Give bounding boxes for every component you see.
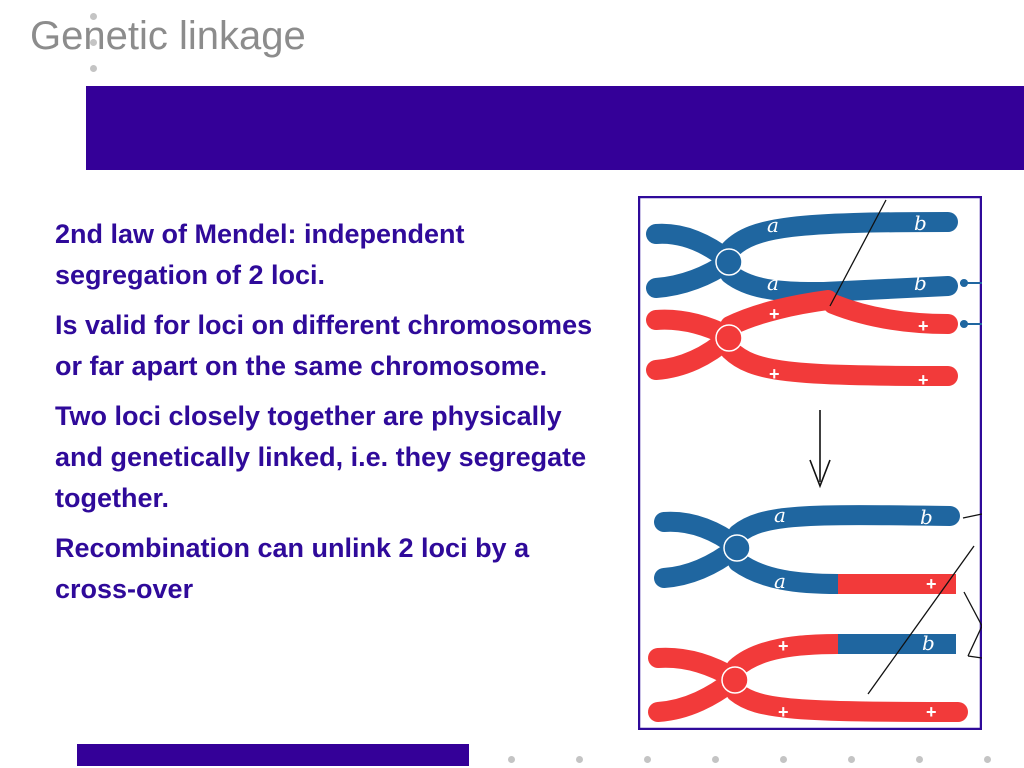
- red-chromosome-pair-bottom: [726, 634, 968, 722]
- crossover-diagram: a b a b + + + +: [638, 196, 982, 730]
- footer-decor-dot: [644, 756, 651, 763]
- locus-label-plus: +: [769, 304, 780, 324]
- title-decor-dot: [90, 13, 97, 20]
- locus-label-a: a: [767, 271, 779, 295]
- locus-label-plus: +: [778, 702, 789, 722]
- pin-head: [960, 279, 968, 287]
- bullet-list: 2nd law of Mendel: independent segregati…: [55, 214, 615, 619]
- title-decor-dot: [90, 39, 97, 46]
- bracket-lines: [962, 513, 982, 659]
- footer-decor-dot: [848, 756, 855, 763]
- locus-label-plus: +: [769, 364, 780, 384]
- blue-centromere-bottom: [723, 534, 751, 562]
- crossover-line: [829, 199, 887, 307]
- locus-label-plus: +: [918, 370, 929, 390]
- footer-decor-dot: [576, 756, 583, 763]
- locus-label-plus: +: [926, 702, 937, 722]
- footer-decor-dot: [508, 756, 515, 763]
- footer-decor-dot: [984, 756, 991, 763]
- arrow-head: [809, 459, 831, 489]
- locus-label-plus: +: [918, 316, 929, 336]
- title-banner: [86, 86, 1024, 170]
- locus-label-b: b: [922, 631, 935, 655]
- locus-label-plus: +: [778, 636, 789, 656]
- locus-label-a: a: [767, 213, 779, 237]
- crossover-line: [867, 545, 975, 695]
- blue-arm-lower-right: [814, 276, 958, 302]
- footer-decor-dot: [780, 756, 787, 763]
- crossover-svg: a b a b + + + +: [638, 196, 982, 730]
- bullet-item: Two loci closely together are physically…: [55, 401, 587, 513]
- locus-label-a: a: [774, 569, 786, 593]
- red-centromere-top: [715, 324, 743, 352]
- locus-label-a: a: [774, 503, 786, 527]
- footer-decor-dot: [712, 756, 719, 763]
- footer-bar: [77, 744, 469, 766]
- bullet-item: 2nd law of Mendel: independent segregati…: [55, 219, 465, 290]
- bullet-item: Is valid for loci on different chromosom…: [55, 310, 593, 381]
- locus-label-b: b: [914, 271, 927, 295]
- locus-label-plus: +: [926, 574, 937, 594]
- red-centromere-bottom: [721, 666, 749, 694]
- bullet-item: Recombination can unlink 2 loci by a cro…: [55, 533, 530, 604]
- locus-label-b: b: [914, 211, 927, 235]
- footer-decor-dot: [916, 756, 923, 763]
- title-decor-dot: [90, 65, 97, 72]
- slide-title: Genetic linkage: [30, 14, 306, 58]
- blue-centromere-top: [715, 248, 743, 276]
- pin-head: [960, 320, 968, 328]
- locus-label-b: b: [920, 505, 933, 529]
